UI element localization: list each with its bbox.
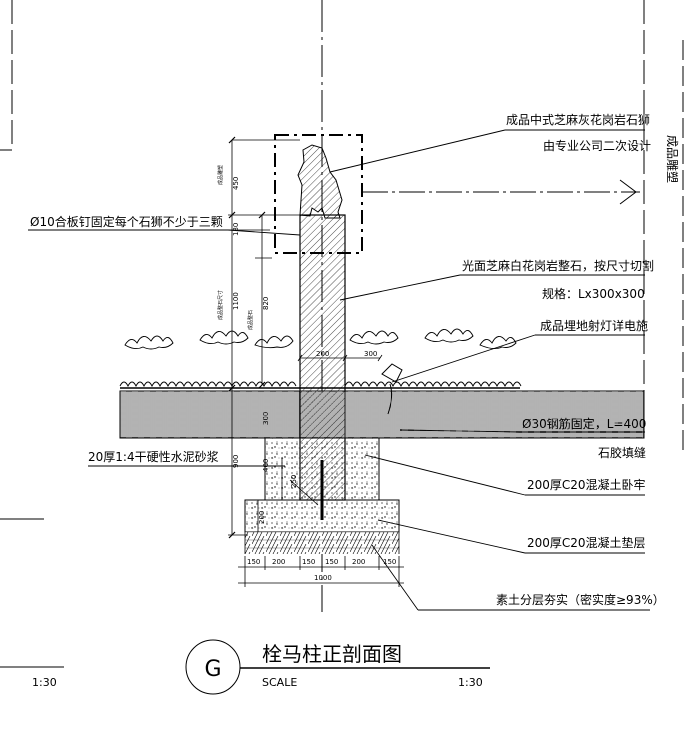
- bottom-dim-label: 150: [247, 558, 260, 566]
- horizontal-dimensions: [238, 354, 404, 587]
- dim-1100: 1100: [232, 292, 240, 310]
- dim-400: 400: [262, 459, 270, 472]
- left-scale: 1:30: [32, 676, 57, 689]
- vlabel-mid: 成品整石尺寸: [217, 290, 224, 320]
- label-mortar: 20厚1:4干硬性水泥砂浆: [88, 449, 219, 464]
- bottom-dim-label: 200: [272, 558, 285, 566]
- dim-130: 130: [232, 223, 240, 236]
- uplight-fixture: [381, 363, 403, 415]
- right-frame: [362, 0, 684, 450]
- label-bolt: Ø10合板钉固定每个石狮不少于三颗: [30, 214, 223, 229]
- dim-900: 900: [232, 455, 240, 468]
- dim-820: 820: [262, 297, 270, 310]
- bottom-dim-label: 150: [302, 558, 315, 566]
- dim-250: 250: [290, 475, 298, 488]
- dim-450: 450: [232, 177, 240, 190]
- dim-total: 1000: [314, 574, 332, 582]
- label-cushion: 200厚C20混凝土垫层: [527, 535, 646, 550]
- label-side: 成品雕塑: [665, 135, 680, 183]
- left-frame: [0, 0, 64, 668]
- detail-symbol: G: [204, 657, 221, 682]
- vlabel-mid2: 成品整石: [247, 310, 254, 330]
- label-rebar: Ø30钢筋固定，L=400: [522, 416, 646, 431]
- label-spec: 规格：Lx300x300: [542, 286, 645, 301]
- detail-symbol-circle: [185, 639, 241, 695]
- paving-layer: [119, 390, 645, 439]
- planting: [119, 328, 522, 388]
- compacted-soil: [245, 532, 399, 554]
- dim-200: 200: [316, 350, 329, 358]
- label-stone: 光面芝麻白花岗岩整石，按尺寸切割: [462, 258, 654, 273]
- bottom-dim-label: 200: [352, 558, 365, 566]
- label-footing: 200厚C20混凝土卧牢: [527, 477, 646, 492]
- vertical-dimensions: [228, 139, 319, 536]
- leader-lines: [28, 129, 650, 611]
- vlabel-top: 成品雕塑: [217, 165, 224, 185]
- dim-200-cushion: 200: [258, 511, 266, 524]
- scale-label: SCALE: [262, 676, 297, 689]
- drawing-title: 栓马柱正剖面图: [262, 642, 402, 666]
- label-lion: 成品中式芝麻灰花岗岩石狮: [506, 112, 650, 127]
- label-lion-design: 由专业公司二次设计: [543, 138, 651, 153]
- dim-300b: 300: [262, 412, 270, 425]
- scale-value: 1:30: [458, 676, 483, 689]
- bottom-dim-label: 150: [383, 558, 396, 566]
- label-glue: 石胶填缝: [598, 445, 646, 460]
- label-soil: 素土分层夯实（密实度≥93%）: [496, 592, 665, 607]
- dim-300: 300: [364, 350, 377, 358]
- lion-sculpture: [297, 144, 343, 219]
- label-light: 成品埋地射灯详电施: [540, 318, 648, 333]
- bottom-dimension-labels: 150 200 150 150 200 150: [247, 558, 396, 566]
- bottom-dim-label: 150: [325, 558, 338, 566]
- dim-ticks: [228, 136, 266, 539]
